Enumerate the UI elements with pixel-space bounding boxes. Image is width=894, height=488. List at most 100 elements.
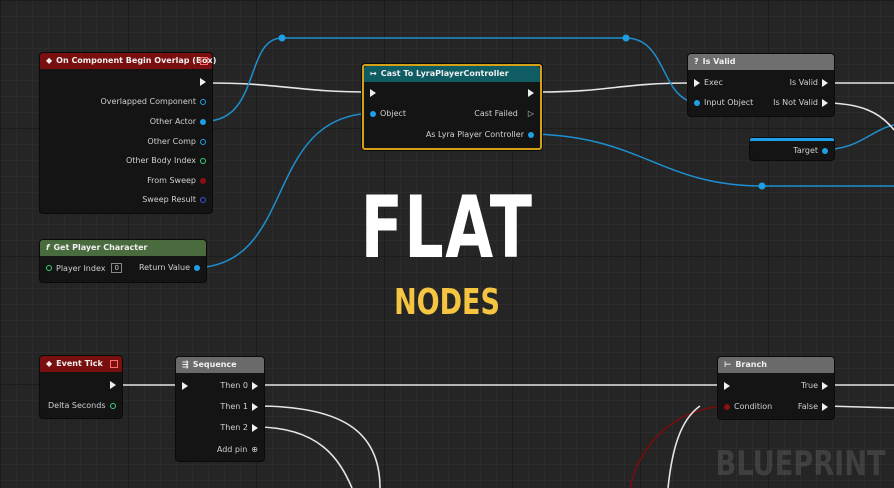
pin-label: Is Valid: [789, 78, 818, 87]
exec-wire-overlap-to-cast: [209, 82, 369, 93]
node-title: Branch: [735, 360, 767, 369]
pin-label: Cast Failed: [474, 109, 518, 118]
pin-label: False: [797, 402, 818, 411]
pin-other-comp[interactable]: Other Comp: [143, 137, 206, 146]
headline-nodes: NODES: [394, 282, 500, 323]
exec-in-pin[interactable]: [182, 381, 188, 390]
headline-flat: FLAT: [360, 178, 534, 278]
node-event-tick[interactable]: ◆Event Tick Delta Seconds: [40, 356, 122, 418]
pin-label: Other Body Index: [125, 156, 196, 165]
close-icon[interactable]: [110, 360, 118, 368]
node-title: On Component Begin Overlap (Box): [56, 56, 217, 65]
node-header: ◆Event Tick: [40, 356, 122, 372]
pin-label: Player Index: [56, 263, 106, 273]
pin-then-2[interactable]: Then 2: [216, 423, 258, 432]
branch-icon: ⊢: [724, 360, 732, 369]
node-title: Is Valid: [702, 57, 736, 66]
wire-reroute-dot: [278, 34, 286, 42]
exec-wire-then1-out: [255, 405, 381, 488]
node-cast-to-lyra-player-controller[interactable]: ↦Cast To LyraPlayerController Object Cas…: [362, 64, 542, 150]
pin-condition[interactable]: Condition: [724, 402, 776, 411]
node-title: Get Player Character: [53, 243, 148, 252]
pin-exec-in[interactable]: Exec: [694, 78, 727, 87]
blueprint-watermark: BLUEPRINT: [715, 444, 886, 484]
pin-label: Other Comp: [147, 137, 196, 146]
wire-reroute-dot: [758, 182, 766, 190]
pin-other-body-index[interactable]: Other Body Index: [122, 156, 206, 165]
exec-out-pin[interactable]: [528, 88, 534, 97]
pin-label: Delta Seconds: [48, 401, 106, 410]
exec-out-pin[interactable]: [200, 77, 206, 86]
node-is-valid[interactable]: ?Is Valid Exec Is Valid Input Object Is …: [688, 54, 834, 116]
object-wire-return-to-cast-object: [191, 112, 377, 269]
pin-label: Then 2: [220, 423, 248, 432]
exec-wire-cast-to-isvalid: [539, 82, 691, 93]
exec-wire-branch-down: [667, 405, 701, 488]
function-icon: f: [46, 243, 50, 252]
pin-then-0[interactable]: Then 0: [216, 381, 258, 390]
pin-label: Return Value: [138, 263, 190, 272]
node-title: Sequence: [192, 360, 237, 369]
player-index-input[interactable]: 0: [111, 263, 122, 273]
plus-circle-icon: ⊕: [251, 445, 258, 454]
add-pin-label: Add pin: [216, 445, 248, 454]
question-icon: ?: [694, 57, 699, 66]
pin-label: Input Object: [704, 98, 754, 107]
pin-as-lyra-player-controller[interactable]: As Lyra Player Controller: [422, 130, 534, 139]
pin-label: Other Actor: [149, 117, 196, 126]
node-header: ⊢Branch: [718, 357, 834, 373]
exec-in-pin[interactable]: [724, 381, 730, 390]
bool-wire-to-condition: [629, 405, 731, 488]
node-header: ↦Cast To LyraPlayerController: [364, 66, 540, 82]
pin-delta-seconds[interactable]: Delta Seconds: [46, 401, 116, 410]
pin-player-index[interactable]: Player Index 0: [46, 263, 122, 273]
pin-label: True: [801, 381, 818, 390]
pin-label: Sweep Result: [142, 195, 196, 204]
node-title: Cast To LyraPlayerController: [380, 69, 509, 78]
pin-sweep-result[interactable]: Sweep Result: [138, 195, 206, 204]
pin-is-not-valid[interactable]: Is Not Valid: [769, 98, 828, 107]
close-icon[interactable]: [200, 57, 208, 65]
node-on-component-begin-overlap[interactable]: ◆On Component Begin Overlap (Box) Overla…: [40, 53, 216, 213]
pin-target[interactable]: Target: [789, 146, 828, 155]
exec-out-pin[interactable]: [110, 380, 116, 389]
pin-label: Object: [380, 109, 407, 118]
pin-false[interactable]: False: [794, 402, 828, 411]
node-branch[interactable]: ⊢Branch True Condition False: [718, 357, 834, 419]
pin-is-valid[interactable]: Is Valid: [786, 78, 828, 87]
pin-overlapped-component[interactable]: Overlapped Component: [96, 97, 206, 106]
pin-label: Then 0: [220, 381, 248, 390]
node-accent-bar: [750, 138, 834, 141]
pin-object[interactable]: Object: [370, 109, 410, 118]
exec-in-pin[interactable]: [370, 88, 376, 97]
pin-then-1[interactable]: Then 1: [216, 402, 258, 411]
wire-reroute-dot: [622, 34, 630, 42]
node-title: Event Tick: [56, 359, 103, 368]
pin-return-value[interactable]: Return Value: [135, 263, 200, 272]
pin-true[interactable]: True: [797, 381, 828, 390]
pin-label: Then 1: [220, 402, 248, 411]
exec-wire-then2-out: [255, 426, 353, 488]
node-sequence[interactable]: ⇶Sequence Then 0 Then 1 Then 2 Add pin⊕: [176, 357, 264, 461]
exec-wire-branch-false-out: [825, 405, 894, 409]
pin-label: Overlapped Component: [100, 97, 196, 106]
pin-label: Target: [793, 146, 818, 155]
pin-label: As Lyra Player Controller: [425, 130, 524, 139]
pin-label: Is Not Valid: [773, 98, 818, 107]
node-header: ?Is Valid: [688, 54, 834, 70]
pin-from-sweep[interactable]: From Sweep: [143, 176, 206, 185]
pin-other-actor[interactable]: Other Actor: [146, 117, 206, 126]
pin-label: From Sweep: [147, 176, 196, 185]
node-target[interactable]: Target: [750, 138, 834, 160]
node-header: ◆On Component Begin Overlap (Box): [40, 53, 216, 69]
add-pin-button[interactable]: Add pin⊕: [213, 445, 258, 454]
pin-cast-failed[interactable]: Cast Failed▷: [474, 109, 534, 118]
event-diamond-icon: ◆: [46, 359, 53, 368]
sequence-icon: ⇶: [182, 360, 189, 369]
exec-wire-isnotvalid-out: [823, 102, 894, 131]
pin-input-object[interactable]: Input Object: [694, 98, 757, 107]
cast-arrow-icon: ↦: [370, 69, 377, 78]
